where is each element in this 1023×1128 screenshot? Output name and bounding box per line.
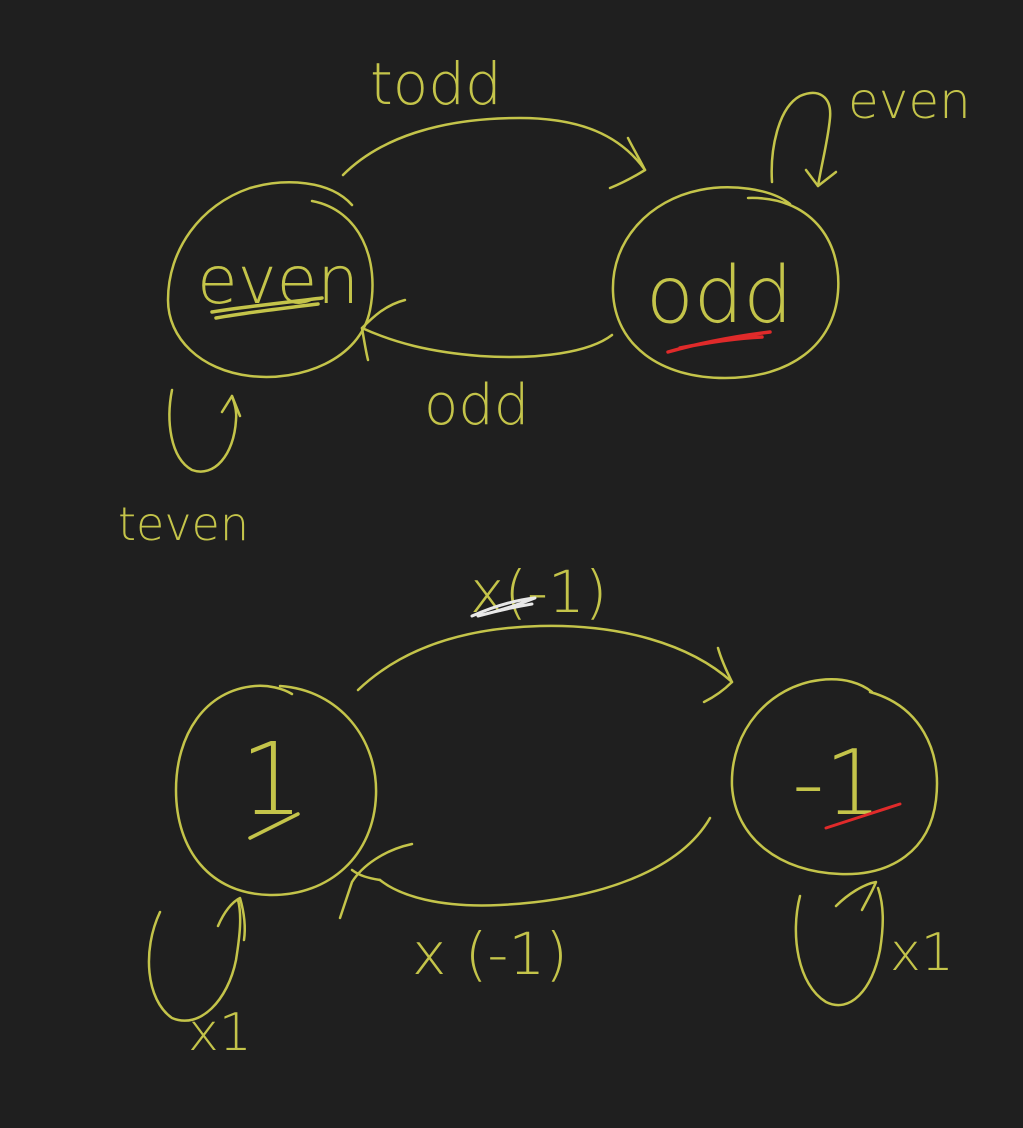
state-odd-circle (611, 186, 840, 380)
self-loop-even-arrowhead (220, 394, 242, 418)
self-loop-one: x1 (147, 896, 252, 1063)
edge-top: x(-1) (356, 558, 734, 704)
edge-even-to-odd-arrowhead (608, 136, 647, 190)
diagram-sign: 1 -1 x(-1) x (-1) x1 (147, 558, 954, 1063)
self-loop-odd-arrowhead (804, 168, 838, 188)
state-even: even (166, 181, 374, 379)
self-loop-minus-one-arrowhead (834, 880, 878, 912)
edge-odd-to-even: odd (360, 298, 614, 438)
self-loop-even-line (168, 388, 238, 473)
edge-even-to-odd-line (341, 116, 647, 177)
self-loop-odd-label: even (848, 72, 971, 130)
edge-even-to-odd-label: todd (370, 50, 502, 118)
edge-bottom-line (378, 816, 712, 907)
edge-top-line (356, 624, 734, 692)
state-minus-one: -1 (730, 678, 939, 876)
self-loop-one-arrowhead (216, 896, 247, 942)
edge-bottom-arrowhead (338, 842, 414, 920)
state-even-circle (166, 181, 374, 379)
state-one: 1 (174, 684, 378, 897)
state-minus-one-circle (730, 678, 939, 876)
edge-bottom: x (-1) (338, 816, 712, 988)
self-loop-even-label: teven (118, 497, 249, 551)
self-loop-even: teven (118, 388, 249, 551)
self-loop-minus-one-label: x1 (890, 923, 954, 983)
state-odd-underline (666, 330, 772, 354)
edge-top-label: x(-1) (470, 558, 607, 626)
self-loop-one-line (147, 898, 242, 1022)
state-one-label: 1 (240, 721, 304, 838)
edge-odd-to-even-line (360, 326, 614, 359)
state-one-circle (174, 684, 378, 897)
state-even-label: even (197, 242, 359, 319)
edge-top-arrowhead (702, 646, 734, 704)
state-odd: odd (611, 186, 840, 380)
self-loop-minus-one: x1 (794, 880, 954, 1007)
self-loop-minus-one-line (794, 886, 884, 1007)
state-odd-label: odd (646, 251, 793, 341)
self-loop-odd: even (770, 72, 971, 188)
state-even-underline (210, 296, 324, 320)
edge-bottom-label: x (-1) (412, 920, 568, 988)
edge-top-annotation-scribble (470, 596, 537, 618)
edge-odd-to-even-arrowhead (360, 298, 407, 362)
state-minus-one-underline (824, 802, 902, 830)
edge-odd-to-even-label: odd (424, 373, 529, 438)
state-one-underline (248, 812, 300, 840)
state-minus-one-label: -1 (792, 731, 882, 836)
edge-even-to-odd: todd (341, 50, 647, 190)
self-loop-odd-line (770, 91, 832, 188)
self-loop-one-label: x1 (188, 1003, 252, 1063)
diagram-parity: even odd todd odd even (118, 50, 971, 551)
